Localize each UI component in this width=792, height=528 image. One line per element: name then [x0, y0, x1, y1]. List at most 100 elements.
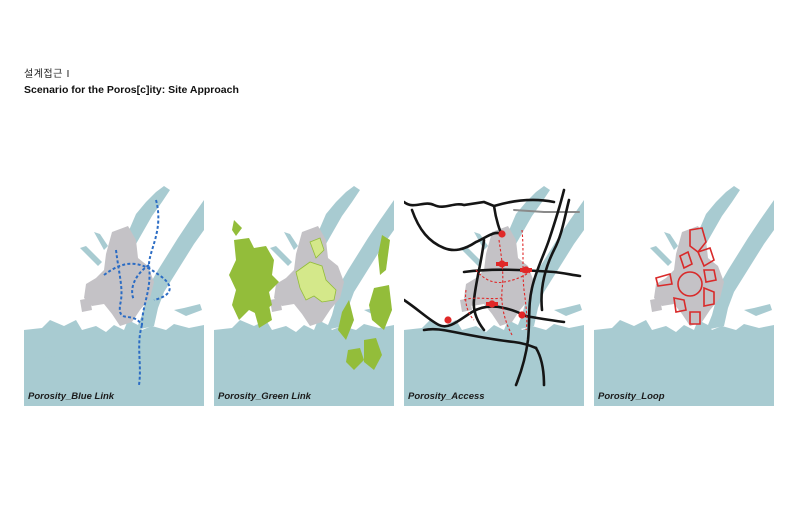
water-body — [80, 246, 102, 266]
water-body — [554, 304, 582, 316]
loop-shape — [696, 246, 715, 268]
loop-shape — [703, 269, 717, 283]
road — [462, 268, 582, 278]
green-patch — [364, 338, 382, 370]
water-body — [654, 364, 672, 372]
site-area — [650, 226, 724, 326]
water-body — [664, 232, 678, 250]
loop-shape — [677, 271, 703, 297]
green-patch — [378, 235, 390, 275]
loop-shape — [655, 272, 673, 287]
loop-shape — [679, 250, 693, 270]
water-body — [284, 232, 298, 250]
water-body — [694, 356, 706, 364]
water-body — [270, 246, 292, 266]
road — [540, 198, 571, 312]
water-base — [594, 186, 774, 406]
water-body — [136, 200, 204, 330]
green-patch — [338, 300, 354, 340]
water-body — [174, 304, 202, 316]
green-patch — [369, 285, 392, 330]
water-body — [314, 356, 326, 364]
green-patch — [254, 305, 272, 328]
green-patch — [346, 348, 364, 370]
blue-link-path — [131, 264, 150, 301]
header: 설계접근 I Scenario for the Poros[c]ity: Sit… — [24, 68, 239, 97]
access-link — [463, 297, 503, 301]
panel-loop: Porosity_Loop — [594, 180, 774, 406]
access-node — [444, 316, 452, 324]
water-body — [614, 356, 630, 366]
water-body — [94, 232, 108, 250]
water-body — [464, 364, 482, 372]
green-patches — [229, 220, 392, 370]
page-subtitle: 설계접근 I — [24, 69, 70, 80]
page-title: Scenario for the Poros[c]ity: Site Appro… — [24, 84, 239, 96]
loop-outlines — [655, 227, 717, 325]
map-access — [404, 186, 584, 406]
road — [514, 188, 566, 387]
panel-caption: Porosity_Loop — [598, 391, 665, 402]
water-body — [516, 200, 584, 330]
green-patch — [295, 261, 337, 303]
water-body — [124, 356, 136, 364]
water-body — [706, 200, 774, 330]
site-footprint — [460, 226, 534, 326]
road — [404, 200, 496, 208]
water-body — [650, 246, 672, 266]
loop-shape — [689, 227, 707, 254]
water-body — [728, 330, 740, 356]
water-body — [538, 330, 550, 356]
panel-green-link: Porosity_Green Link — [214, 180, 394, 406]
map-green-link — [214, 186, 394, 406]
road — [422, 327, 538, 350]
water-base — [404, 186, 584, 406]
loop-shape — [703, 286, 715, 307]
green-patch — [232, 220, 242, 236]
blue-link-paths — [103, 199, 171, 386]
road — [404, 298, 528, 328]
water-body — [158, 330, 170, 356]
site-area — [80, 226, 154, 326]
road — [472, 238, 486, 332]
access-links — [463, 229, 531, 336]
water-body — [424, 356, 440, 366]
panel-caption: Porosity_Blue Link — [28, 391, 115, 402]
blue-link-path — [103, 262, 171, 301]
panel-access: Porosity_Access — [404, 180, 584, 406]
map-loop — [594, 186, 774, 406]
road-network — [404, 188, 582, 387]
access-link — [465, 289, 475, 321]
green-patch — [309, 237, 325, 259]
water-body — [326, 200, 394, 330]
loop-shape — [673, 296, 687, 313]
water-body — [44, 356, 60, 366]
panel-caption: Porosity_Green Link — [218, 391, 311, 402]
water-body — [504, 356, 516, 364]
panel-caption: Porosity_Access — [408, 391, 485, 402]
panel-blue-link: Porosity_Blue Link — [24, 180, 204, 406]
access-nodes — [444, 230, 532, 324]
water-body — [274, 364, 292, 372]
site-footprint — [80, 226, 154, 326]
water-body — [744, 304, 772, 316]
road — [492, 198, 556, 208]
access-link — [498, 239, 513, 336]
water-body — [460, 246, 482, 266]
road — [524, 314, 566, 324]
loop-shape — [689, 311, 701, 325]
blue-link-path — [141, 199, 160, 326]
site-area — [460, 226, 534, 326]
access-node — [518, 311, 526, 319]
site-footprint — [650, 226, 724, 326]
green-patch — [229, 238, 279, 320]
access-link — [475, 269, 531, 284]
water-body — [234, 356, 250, 366]
road — [534, 346, 546, 387]
map-blue-link — [24, 186, 204, 406]
water-base — [24, 186, 204, 406]
road — [410, 208, 504, 252]
water-body — [84, 364, 102, 372]
access-link — [521, 229, 528, 331]
access-node — [498, 230, 506, 238]
